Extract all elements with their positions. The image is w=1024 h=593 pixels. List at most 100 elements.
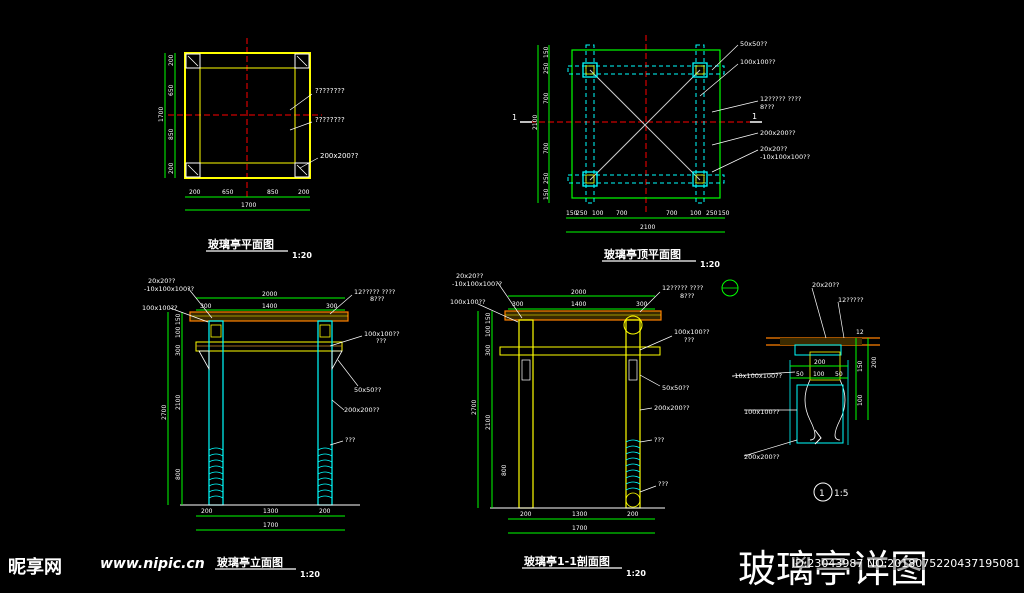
elev-callout-4: 12????? ???? (354, 288, 395, 296)
roof-dim-bottom-7: 250 (706, 210, 718, 217)
det-callout-3: -10x100x100?? (732, 372, 782, 380)
sec-dim-top-1: 2000 (571, 289, 586, 296)
roof-section-mark-right: 1 (752, 112, 757, 121)
roof-plan-title: 玻璃亭顶平面图 (604, 247, 681, 261)
elev-dim-bottom-1: 200 (201, 508, 213, 515)
sec-dim-left-5: 800 (501, 464, 508, 476)
section-title: 玻璃亭1-1剖面图 (524, 554, 610, 568)
sec-dim-total: 1700 (572, 525, 587, 532)
elev-dim-left-5: 800 (175, 468, 182, 480)
roof-callout-2: 100x100?? (740, 58, 776, 66)
sec-dim-top-3: 300 (512, 301, 524, 308)
elev-dim-left-6: 2700 (161, 405, 168, 420)
elev-dim-left-2: 100 (175, 326, 182, 338)
floor-plan-scale: 1:20 (292, 251, 312, 260)
detail-view: 200 50 100 50 150 100 12 200 20x20?? 12?… (731, 281, 880, 502)
elev-callout-7: ??? (376, 337, 386, 345)
sec-callout-11: ??? (658, 480, 668, 488)
fp-callout-2: ???????? (315, 116, 345, 124)
section-scale: 1:20 (626, 569, 646, 578)
elev-dim-left-4: 2100 (175, 395, 182, 410)
roof-dim-bottom-5: 700 (666, 210, 678, 217)
elev-dim-top-2: 1400 (262, 303, 277, 310)
elev-dim-top-1: 2000 (262, 291, 277, 298)
elev-dim-total: 1700 (263, 522, 278, 529)
roof-dim-left-total: 2100 (532, 115, 539, 130)
roof-callout-7: -10x100x100?? (760, 153, 810, 161)
sec-callout-7: ??? (684, 336, 694, 344)
sec-dim-top-4: 300 (636, 301, 648, 308)
roof-section-mark-left: 1 (512, 113, 517, 122)
roof-dim-left-4: 700 (543, 142, 550, 154)
watermark-logo: 昵享网 (8, 557, 62, 578)
watermark-id: ID:23043987 NO:20180752204371950​81 (790, 557, 1023, 570)
elevation-title: 玻璃亭立面图 (217, 555, 283, 569)
elev-dim-top-4: 300 (326, 303, 338, 310)
roof-dim-left-2: 250 (543, 62, 550, 74)
det-dim-8: 200 (871, 356, 878, 368)
elev-callout-6: 100x100?? (364, 330, 400, 338)
elev-callout-8: 50x50?? (354, 386, 381, 394)
fp-dim-bottom-2: 650 (222, 189, 234, 196)
roof-dim-bottom-1: 150 (566, 210, 578, 217)
roof-dim-left-3: 700 (543, 92, 550, 104)
fp-dim-total: 1700 (241, 202, 256, 209)
det-dim-7: 12 (856, 329, 864, 336)
sec-dim-left-4: 2100 (485, 415, 492, 430)
det-dim-3: 100 (813, 371, 825, 378)
roof-plan-view: 1 1 150 250 700 700 250 150 2100 150 250… (512, 35, 810, 269)
det-callout-4: 100x100?? (744, 408, 780, 416)
det-dim-5: 150 (857, 360, 864, 372)
watermark-url: www.nipic.cn (100, 556, 205, 572)
floor-plan-title: 玻璃亭平面图 (208, 237, 274, 251)
roof-dim-total: 2100 (640, 224, 655, 231)
sec-callout-3: 100x100?? (450, 298, 486, 306)
sec-callout-2: -10x100x100?? (452, 280, 502, 288)
sec-callout-6: 100x100?? (674, 328, 710, 336)
det-dim-2: 50 (796, 371, 804, 378)
elevation-view: 2000 1400 300 300 150 100 300 2100 (142, 277, 400, 579)
fp-callout-1: ???????? (315, 87, 345, 95)
elev-dim-left-1: 150 (175, 313, 182, 325)
roof-callout-6: 20x20?? (760, 145, 787, 153)
floor-plan-view: 200 650 850 200 1700 200 650 850 200 170… (158, 38, 359, 260)
sec-dim-left-6: 2700 (471, 400, 478, 415)
elev-dim-top-3: 300 (200, 303, 212, 310)
fp-dim-bottom-3: 850 (267, 189, 279, 196)
sec-dim-bottom-3: 200 (627, 511, 639, 518)
roof-dim-bottom-8: 150 (718, 210, 730, 217)
detail-scale: 1:5 (834, 489, 848, 499)
fp-dim-left-2: 650 (168, 84, 175, 96)
fp-dim-left-3: 850 (168, 128, 175, 140)
roof-dim-bottom-3: 100 (592, 210, 604, 217)
fp-callout-3: 200x200?? (320, 152, 359, 160)
elev-dim-left-3: 300 (175, 344, 182, 356)
roof-dim-left-1: 150 (543, 46, 550, 58)
fp-dim-left-4: 200 (168, 162, 175, 174)
elevation-scale: 1:20 (300, 570, 320, 579)
roof-dim-bottom-4: 700 (616, 210, 628, 217)
roof-plan-scale: 1:20 (700, 260, 720, 269)
roof-callout-1: 50x50?? (740, 40, 767, 48)
sec-callout-9: 200x200?? (654, 404, 690, 412)
elev-callout-5: 8??? (370, 295, 385, 303)
det-callout-1: 20x20?? (812, 281, 839, 289)
sec-callout-8: 50x50?? (662, 384, 689, 392)
elev-dim-bottom-3: 200 (319, 508, 331, 515)
det-callout-5: 200x200?? (744, 453, 780, 461)
elev-callout-1: 20x20?? (148, 277, 175, 285)
elev-callout-10: ??? (345, 436, 355, 444)
roof-dim-left-5: 250 (543, 172, 550, 184)
sec-dim-bottom-1: 200 (520, 511, 532, 518)
fp-dim-bottom-1: 200 (189, 189, 201, 196)
det-dim-1: 200 (814, 359, 826, 366)
roof-callout-5: 200x200?? (760, 129, 796, 137)
section-view: 2000 1400 300 300 150 100 300 2100 800 2… (450, 272, 739, 578)
elev-callout-9: 200x200?? (344, 406, 380, 414)
sec-callout-1: 20x20?? (456, 272, 483, 280)
elev-callout-2: -10x100x100?? (144, 285, 194, 293)
sec-callout-4: 12????? ???? (662, 284, 703, 292)
det-dim-6: 100 (857, 394, 864, 406)
sec-callout-10: ??? (654, 436, 664, 444)
